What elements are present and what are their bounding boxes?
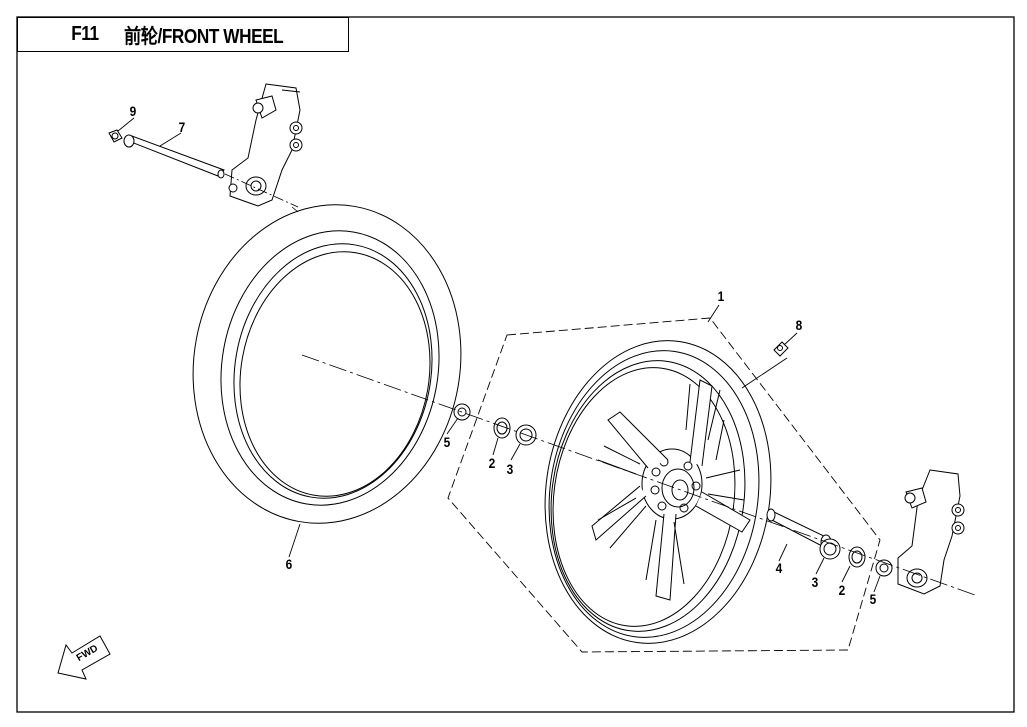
leader-lines (117, 117, 881, 593)
callout-5-left: 5 (443, 434, 451, 450)
callout-4: 4 (775, 560, 783, 576)
callout-7: 7 (178, 119, 186, 135)
figure-code: F11 (71, 23, 100, 45)
fwd-arrow-icon (57, 635, 111, 680)
callout-8: 8 (795, 317, 803, 333)
callout-2-left: 2 (488, 455, 496, 471)
callout-6: 6 (285, 556, 293, 572)
valve-drawing (773, 341, 789, 357)
axle-centerline (301, 354, 976, 596)
title-bar: F11 前轮/FRONT WHEEL (17, 17, 349, 52)
wheel-rim-drawing (544, 340, 772, 644)
callout-3-left: 3 (506, 461, 514, 477)
outer-border (16, 16, 1015, 713)
page-title: 前轮/FRONT WHEEL (124, 26, 284, 48)
callout-1: 1 (717, 288, 725, 304)
tire-drawing (192, 204, 462, 524)
right-bearings-drawing (766, 508, 893, 577)
axle-drawing (108, 129, 225, 179)
tire-link-line (291, 206, 299, 213)
callout-3-right: 3 (811, 574, 819, 590)
axle-centerline-upper (224, 173, 299, 208)
callout-2-right: 2 (838, 582, 846, 598)
callout-9: 9 (129, 103, 137, 119)
assembly-group-outline (447, 317, 881, 653)
left-fork-drawing (228, 83, 303, 207)
left-bearings-drawing (453, 403, 537, 446)
right-fork-drawing (897, 469, 965, 595)
callout-5-right: 5 (869, 591, 877, 607)
